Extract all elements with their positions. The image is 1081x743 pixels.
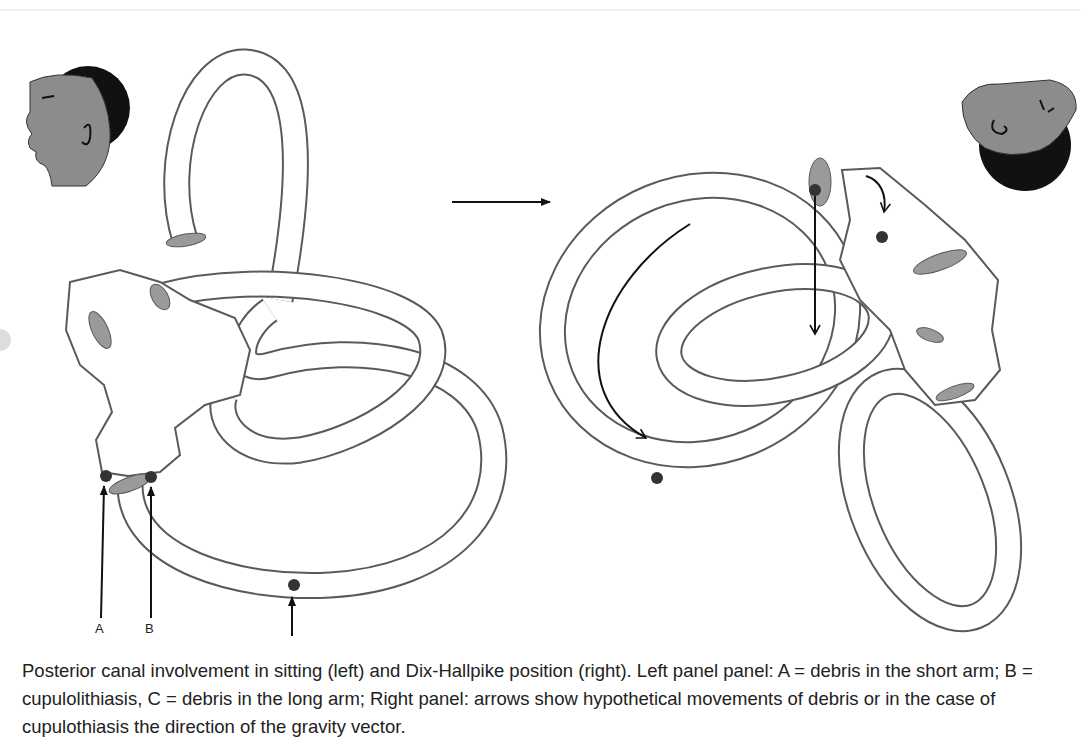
callout-letter: A [94, 622, 105, 635]
figure-caption: Posterior canal involvement in sitting (… [22, 657, 1067, 740]
transition-arrow [452, 201, 550, 203]
head-icon-dix-hallpike [962, 80, 1076, 191]
labyrinth-sitting [66, 62, 494, 636]
labyrinth-dix-hallpike [511, 141, 1039, 641]
edge-tab [0, 329, 11, 351]
callout-letter: B [144, 622, 155, 635]
head-icon-sitting [26, 66, 130, 186]
top-rule [0, 10, 1081, 11]
